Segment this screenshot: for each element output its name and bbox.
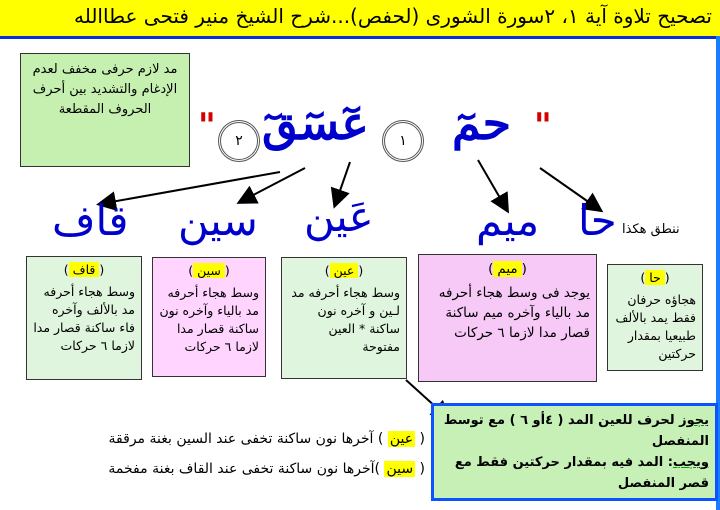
- bottom-line-sin: ( سين )آخرها نون ساكنة تخفى عند القاف بغ…: [108, 461, 425, 477]
- opening-quote: ": [534, 106, 552, 146]
- rule-must-text: : المد فيه بمقدار حركتين فقط مع قصر المن…: [454, 455, 709, 491]
- card-ha: (حا) هجاؤه حرفان فقط يمد بالألف طبيعيا ب…: [607, 264, 703, 371]
- card-qaf-body: وسط هجاء أحرفه مد بالألف وآخره فاء ساكنة…: [33, 284, 135, 353]
- arrow-to-ayn: [330, 161, 351, 209]
- card-qaf-title: قاف: [68, 262, 100, 277]
- card-sin-body: وسط هجاء أحرفه مد بالياء وآخره نون ساكنة…: [159, 285, 259, 354]
- bottom-line-ayn: ( عين ) آخرها نون ساكنة تخفى عند السين ب…: [108, 431, 425, 447]
- card-mim-title: ميم: [493, 261, 522, 277]
- right-border: [716, 36, 720, 510]
- card-mim: (ميم) يوجد فى وسط هجاء أحرفه مد بالياء و…: [418, 254, 597, 382]
- closing-quote: ": [198, 106, 216, 146]
- rule-allow-keyword: يجوز: [679, 413, 709, 428]
- letter-ha: حا: [578, 196, 617, 245]
- title-bar: تصحيح تلاوة آية ١، ٢سورة الشورى (لحفص)..…: [0, 0, 720, 39]
- ayah-word-asq: عٓسٓقٓ: [262, 96, 369, 150]
- arrow-to-qaf: [96, 171, 281, 212]
- card-ayn-title: عين: [329, 263, 359, 278]
- pronounce-hint: ننطق هكذا: [622, 222, 680, 237]
- card-ha-body: هجاؤه حرفان فقط يمد بالألف طبيعيا بمقدار…: [615, 292, 696, 361]
- letter-sin: سين: [178, 196, 258, 245]
- letter-mim: ميم: [476, 196, 540, 245]
- card-sin-title: سين: [193, 263, 225, 278]
- rule-allow-text: لحرف للعين المد ( ٤أو ٦ ) مع توسط المنفص…: [443, 413, 709, 449]
- bottom-text-ayn: آخرها نون ساكنة تخفى عند السين بغنة مرقق…: [108, 431, 374, 447]
- madd-note-box: مد لازم حرفى مخفف لعدم الإدغام والتشديد …: [20, 53, 190, 167]
- arrow-to-sin: [236, 167, 306, 204]
- arrow-to-mim: [477, 159, 510, 214]
- card-ayn: (عين) وسط هجاء أحرفه مد لـين و آخره نون …: [281, 257, 407, 379]
- card-ayn-body: وسط هجاء أحرفه مد لـين و آخره نون ساكنة …: [291, 285, 400, 354]
- bottom-tag-sin: سين: [384, 461, 416, 477]
- arrow-to-ha: [539, 167, 604, 213]
- card-mim-body: يوجد فى وسط هجاء أحرفه مد بالياء وآخره م…: [438, 285, 590, 341]
- page-title: تصحيح تلاوة آية ١، ٢سورة الشورى (لحفص)..…: [73, 4, 712, 28]
- ayah-number-1: ١: [382, 120, 424, 162]
- card-ha-title: حا: [645, 270, 665, 285]
- bottom-text-sin: آخرها نون ساكنة تخفى عند القاف بغنة مفخم…: [108, 461, 375, 477]
- ayah-number-2: ٢: [218, 120, 260, 162]
- letter-qaf: قاف: [52, 196, 129, 245]
- card-qaf: (قاف) وسط هجاء أحرفه مد بالألف وآخره فاء…: [26, 256, 142, 380]
- letter-ayn: عَين: [304, 192, 374, 241]
- bottom-tag-ayn: عين: [387, 431, 416, 447]
- ayn-madd-rule-box: يجوز لحرف للعين المد ( ٤أو ٦ ) مع توسط ا…: [431, 403, 718, 501]
- ayah-word-hm: حمٓ: [452, 96, 512, 150]
- rule-must-keyword: ويجب: [672, 455, 709, 470]
- card-sin: (سين) وسط هجاء أحرفه مد بالياء وآخره نون…: [152, 257, 266, 377]
